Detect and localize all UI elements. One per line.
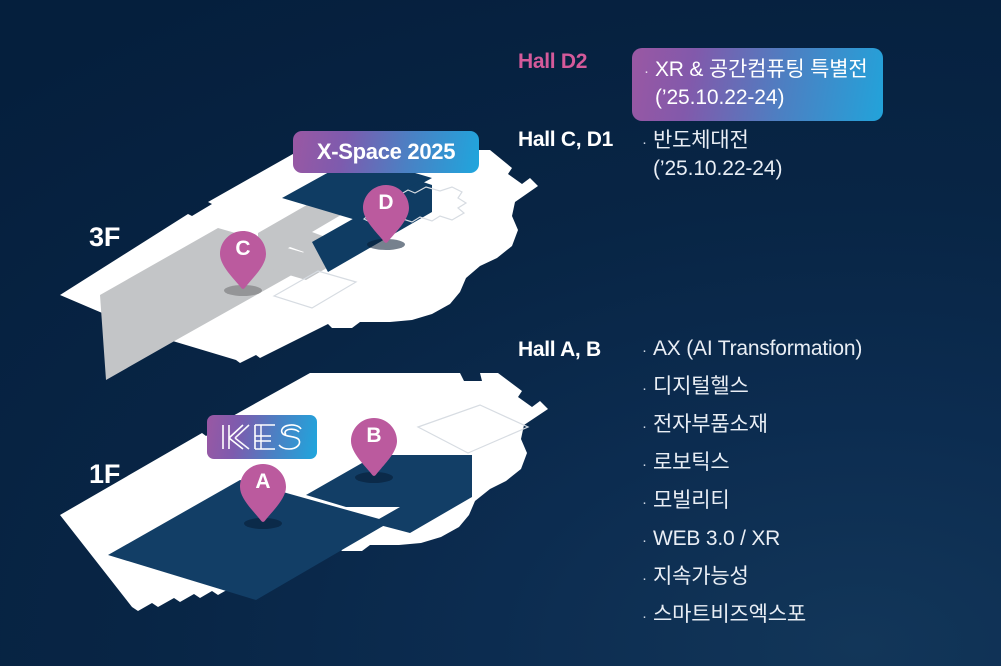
hall-legend: Hall D2 · XR & 공간컴퓨팅 특별전 (’25.10.22-24) …: [518, 0, 1001, 666]
legend-item: · 지속가능성: [642, 566, 862, 587]
legend-item-text: AX (AI Transformation): [653, 337, 863, 360]
pin-teardrop-icon: [363, 185, 409, 243]
room-outline-bottom: [272, 270, 358, 309]
pin-shadow: [224, 285, 262, 296]
floor-plan-1f: [60, 373, 580, 635]
bullet-icon: ·: [642, 380, 647, 397]
bullet-icon: ·: [642, 456, 647, 473]
legend-item: · 모빌리티: [642, 490, 862, 511]
bullet-icon: ·: [642, 570, 647, 587]
legend-row-hall-a-b: Hall A, B · AX (AI Transformation) · 디지털…: [518, 336, 862, 625]
x-space-badge[interactable]: X-Space 2025: [293, 131, 479, 173]
room-outline-1f: [416, 404, 530, 454]
map-pin-d[interactable]: D: [363, 185, 409, 250]
pin-shadow: [244, 518, 282, 529]
legend-item: · AX (AI Transformation): [642, 338, 862, 359]
legend-item: · 전자부품소재: [642, 414, 862, 435]
hall-c-d1-item-list: · 반도체대전 (’25.10.22-24): [639, 126, 782, 179]
hall-name-d2: Hall D2: [518, 50, 588, 73]
bullet-icon: ·: [644, 63, 649, 80]
hall-name-a-b: Hall A, B: [518, 338, 601, 361]
legend-item: · 디지털헬스: [642, 376, 862, 397]
legend-item-dates: (’25.10.22-24): [653, 157, 783, 180]
pin-shadow: [367, 239, 405, 250]
legend-item-text: 로보틱스: [653, 451, 730, 474]
hall-a-b-item-list: · AX (AI Transformation) · 디지털헬스 · 전자부품소…: [639, 336, 862, 625]
bullet-icon: ·: [642, 494, 647, 511]
pin-shadow: [355, 472, 393, 483]
slab-1f: [60, 373, 548, 611]
legend-item-text: 스마트비즈엑스포: [653, 603, 806, 626]
hall-b-block: [306, 455, 472, 533]
pin-teardrop-icon: [220, 231, 266, 289]
floor-label-3f: 3F: [89, 222, 121, 252]
map-pin-a[interactable]: A: [240, 464, 286, 529]
bullet-icon: ·: [642, 532, 647, 549]
legend-row-hall-d2: Hall D2 · XR & 공간컴퓨팅 특별전 (’25.10.22-24): [518, 48, 884, 121]
legend-item-text: 반도체대전: [653, 129, 749, 152]
floor-label-1f: 1F: [89, 459, 121, 489]
legend-item-text: 전자부품소재: [653, 413, 768, 436]
kes-wordmark-icon: [222, 424, 302, 450]
legend-item-dates: (’25.10.22-24): [655, 86, 785, 109]
bullet-icon: ·: [642, 608, 647, 625]
floor-plan-3f: [60, 150, 580, 380]
legend-item-text: 모빌리티: [653, 489, 730, 512]
bullet-icon: ·: [642, 418, 647, 435]
legend-item-text: WEB 3.0 / XR: [653, 527, 781, 550]
legend-item: · 반도체대전 (’25.10.22-24): [642, 130, 782, 179]
pin-teardrop-icon: [240, 464, 286, 522]
bullet-icon: ·: [642, 134, 647, 151]
map-pin-c[interactable]: C: [220, 231, 266, 296]
hall-name-c-d1: Hall C, D1: [518, 128, 614, 151]
pin-teardrop-icon: [351, 418, 397, 476]
map-pin-b[interactable]: B: [351, 418, 397, 483]
kes-logo-badge[interactable]: [207, 415, 317, 459]
hall-d2-highlight-pill[interactable]: · XR & 공간컴퓨팅 특별전 (’25.10.22-24): [632, 48, 884, 121]
legend-item: · XR & 공간컴퓨팅 특별전 (’25.10.22-24): [644, 58, 868, 109]
hall-c-block: [100, 228, 322, 380]
bullet-icon: ·: [642, 342, 647, 359]
hall-a-block: [108, 480, 390, 600]
legend-item-text: XR & 공간컴퓨팅 특별전: [655, 58, 868, 81]
legend-item: · 로보틱스: [642, 452, 862, 473]
x-space-badge-label: X-Space 2025: [316, 139, 456, 164]
legend-item-text: 지속가능성: [653, 565, 749, 588]
legend-item: · 스마트비즈엑스포: [642, 604, 862, 625]
legend-item-text: 디지털헬스: [653, 375, 749, 398]
legend-item: · WEB 3.0 / XR: [642, 528, 862, 549]
legend-row-hall-c-d1: Hall C, D1 · 반도체대전 (’25.10.22-24): [518, 126, 782, 179]
